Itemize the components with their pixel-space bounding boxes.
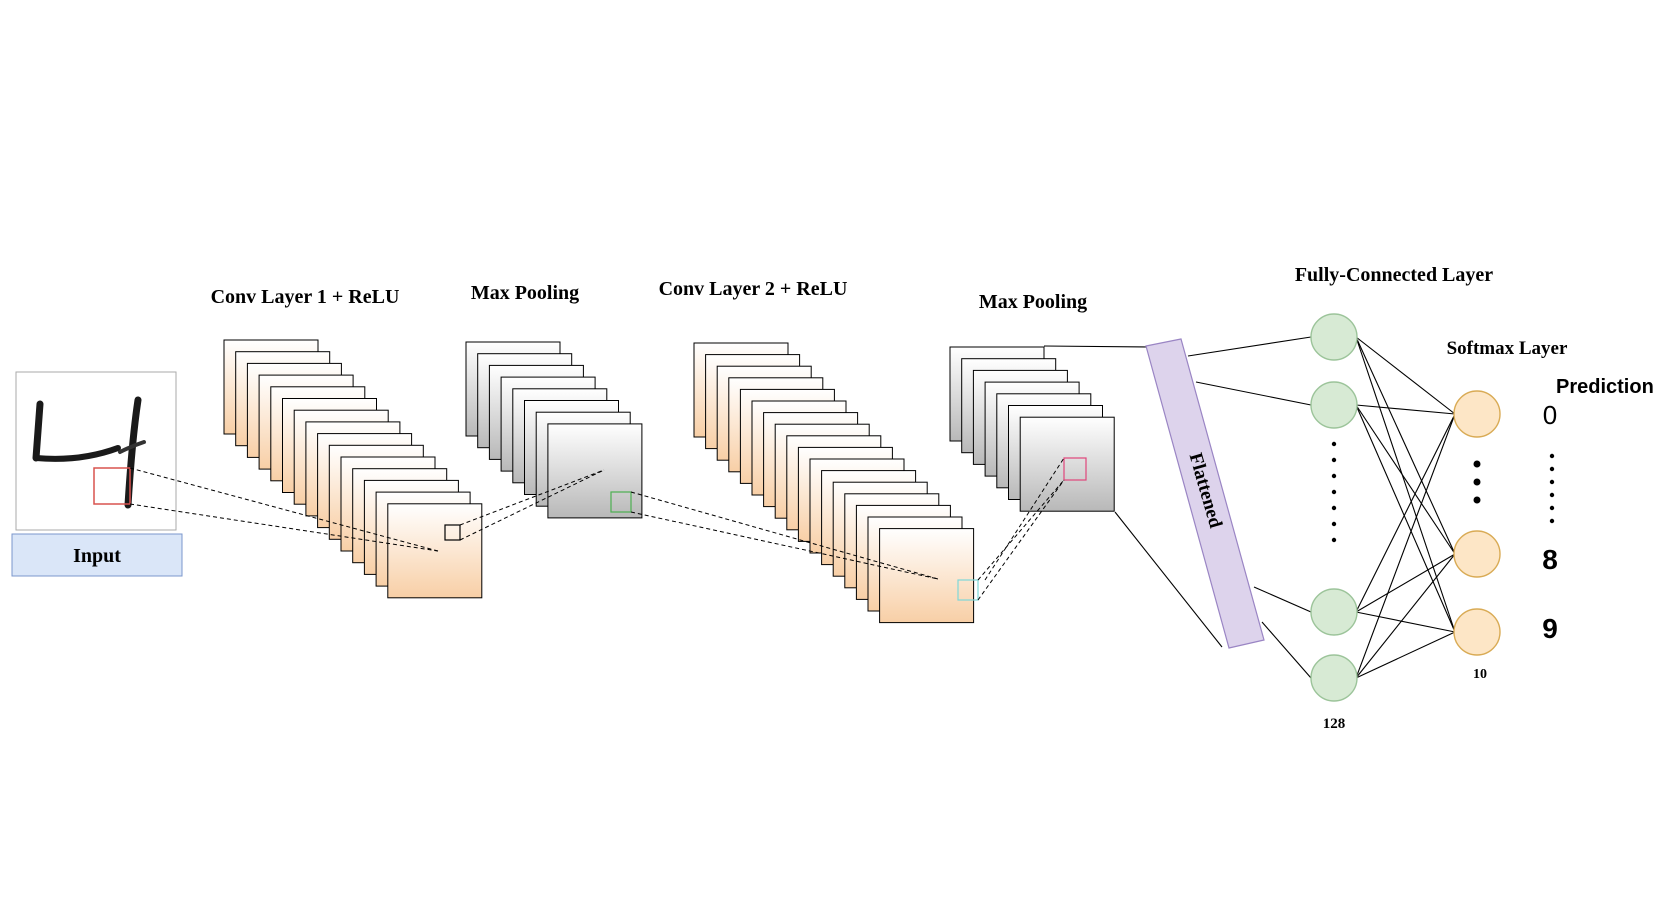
softmax-node-1 [1453, 390, 1501, 438]
input-block: Input [11, 371, 183, 577]
edge-fc4-sm1 [1355, 413, 1456, 679]
fully-connected-label: Fully-Connected Layer [1295, 264, 1493, 286]
handwritten-digit-icon [32, 396, 146, 509]
fc-count-label: 128 [1323, 716, 1346, 732]
fc-ellipsis [1331, 441, 1337, 543]
edge-fc2-sm1 [1355, 404, 1456, 415]
edge-flatten-fc-2 [1195, 381, 1312, 406]
pool1-receptive-window [610, 491, 632, 513]
prediction-ellipsis [1549, 453, 1555, 524]
conv2-receptive-window [957, 579, 979, 601]
edge-flatten-fc-4 [1261, 621, 1312, 679]
edge-fc4-sm2 [1355, 553, 1456, 679]
conv-layer-1-stack [223, 339, 483, 599]
max-pooling-1-label: Max Pooling [471, 282, 579, 304]
flattened-bar [1145, 338, 1265, 649]
edge-flatten-fc-1 [1187, 336, 1312, 357]
max-pooling-2-stack [949, 346, 1115, 512]
input-label: Input [73, 545, 121, 567]
prediction-digit-9: 9 [1542, 613, 1558, 644]
max-pooling-1-stack [465, 341, 643, 519]
conv-layer-2-stack [693, 342, 975, 624]
pool2-receptive-window [1063, 457, 1087, 481]
conv2-map-17 [879, 528, 975, 624]
edge-fc2-sm3 [1355, 404, 1456, 633]
fc-node-3 [1310, 588, 1358, 636]
conv-layer-2-label: Conv Layer 2 + ReLU [659, 278, 848, 300]
edge-fc3-sm3 [1355, 611, 1456, 633]
prediction-digit-8: 8 [1542, 544, 1558, 575]
pool1-map-8 [547, 423, 643, 519]
fc-edges [1187, 336, 1456, 679]
softmax-node-2 [1453, 530, 1501, 578]
fc-node-4 [1310, 654, 1358, 702]
edge-flatten-fc-3 [1253, 586, 1312, 613]
input-label-box [11, 533, 183, 577]
edge-fc4-sm3 [1355, 631, 1456, 679]
prediction-label: Prediction [1556, 376, 1654, 398]
edge-fc3-sm1 [1355, 413, 1456, 613]
edge-fc3-sm2 [1355, 553, 1456, 613]
fully-connected-nodes [1310, 313, 1358, 702]
conv1-receptive-window [444, 524, 461, 541]
softmax-node-3 [1453, 608, 1501, 656]
softmax-count-label: 10 [1473, 667, 1487, 682]
conv-layer-1-label: Conv Layer 1 + ReLU [211, 286, 400, 308]
max-pooling-2-label: Max Pooling [979, 291, 1087, 313]
softmax-ellipsis [1473, 460, 1481, 504]
edge-fc2-sm2 [1355, 404, 1456, 555]
pool2-map-7 [1019, 416, 1115, 512]
edge-fc1-sm3 [1355, 336, 1456, 633]
fc-node-2 [1310, 381, 1358, 429]
input-receptive-window [93, 467, 131, 505]
softmax-label: Softmax Layer [1447, 338, 1568, 359]
flattened-block: Flattened [1043, 338, 1265, 649]
fc-node-1 [1310, 313, 1358, 361]
prediction-digit-0: 0 [1543, 400, 1557, 430]
receptive-field-projections [129, 457, 1065, 601]
edge-fc1-sm1 [1355, 336, 1456, 415]
edge-fc1-sm2 [1355, 336, 1456, 555]
softmax-nodes [1453, 390, 1501, 656]
